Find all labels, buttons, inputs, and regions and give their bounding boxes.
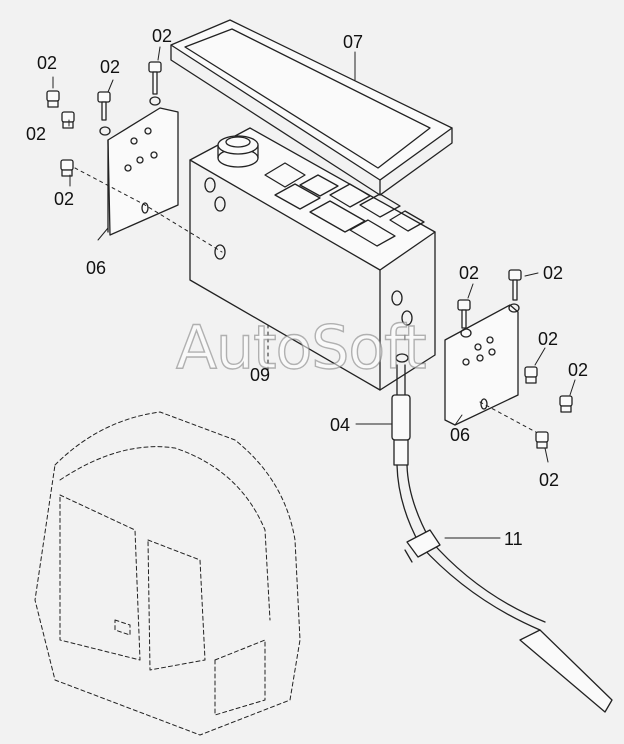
callout-02: 02	[152, 26, 173, 46]
bolts-part-02	[46, 61, 573, 449]
watermark: AutoSoft	[175, 313, 427, 383]
callout-06: 06	[86, 258, 107, 278]
clamp-part-11	[404, 529, 441, 563]
callout-09: 09	[250, 365, 271, 385]
callout-02: 02	[568, 360, 589, 380]
callout-06: 06	[450, 425, 471, 445]
leader-lines	[52, 46, 576, 539]
callout-02: 02	[539, 470, 560, 490]
callout-11: 11	[504, 529, 523, 549]
right-bracket-part-06	[444, 303, 520, 426]
monitor-box-part-09	[189, 127, 436, 391]
cover-frame-part-07	[170, 19, 453, 196]
cab-outline	[34, 411, 301, 736]
callout-02: 02	[459, 263, 480, 283]
callout-02: 02	[26, 124, 47, 144]
callout-02: 02	[538, 329, 559, 349]
callout-02: 02	[100, 57, 121, 77]
callout-02: 02	[54, 189, 75, 209]
harness-cable	[396, 464, 613, 713]
alignment-lines	[74, 167, 546, 438]
callout-07: 07	[343, 32, 364, 52]
callout-02: 02	[37, 53, 58, 73]
callout-02: 02	[543, 263, 564, 283]
sensor-part-04	[391, 364, 411, 466]
callout-04: 04	[330, 415, 351, 435]
left-bracket-part-06	[99, 96, 179, 236]
